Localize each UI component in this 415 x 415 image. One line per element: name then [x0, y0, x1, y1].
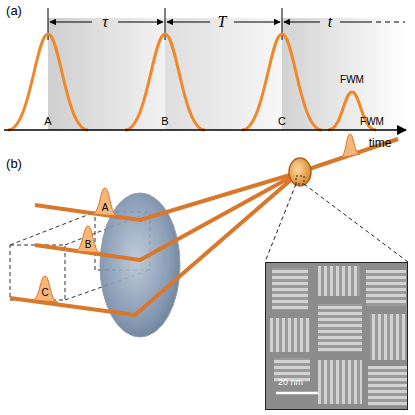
text-label: FWM	[360, 117, 384, 127]
shade-band	[165, 18, 282, 130]
scale-label: 20 nm	[278, 377, 303, 387]
text-label: τ	[102, 14, 108, 30]
panel-label: (b)	[6, 157, 22, 170]
laser-beam	[10, 139, 398, 315]
shade-band	[282, 18, 405, 130]
zoom-lines	[265, 184, 408, 262]
text-label: T	[218, 14, 227, 30]
text-label: FWM	[340, 75, 364, 85]
text-label: B	[85, 240, 92, 250]
tem-image	[265, 262, 408, 410]
shade-band	[48, 18, 165, 130]
time-axis	[4, 129, 406, 131]
text-label: C	[41, 288, 48, 298]
text-label: A	[44, 116, 51, 127]
zoom-box	[296, 176, 304, 184]
text-label: t	[328, 14, 332, 30]
text-label: B	[161, 116, 168, 127]
interval-marks	[48, 8, 405, 40]
inset-panel: 20 nm	[265, 262, 408, 410]
text-label: time	[369, 137, 392, 149]
text-label: C	[278, 116, 286, 127]
pulse	[8, 34, 376, 130]
panel-label: (a)	[6, 4, 22, 17]
text-label: A	[102, 203, 109, 213]
sample	[289, 158, 311, 186]
